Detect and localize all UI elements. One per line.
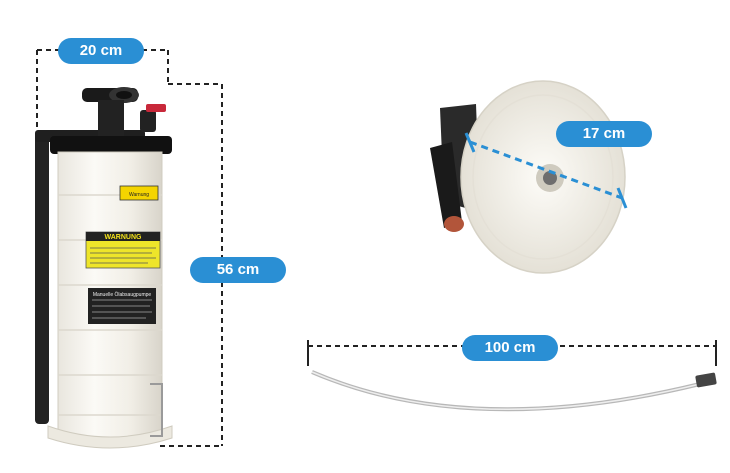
warning-title: WARNUNG (105, 234, 142, 241)
hose-badge: 100 cm (462, 335, 558, 361)
height-badge: 56 cm (190, 257, 286, 283)
width-dimension (36, 49, 169, 138)
product-plate-text: Manuelle Ölabsaugpumpe (93, 291, 152, 298)
width-badge: 20 cm (58, 38, 144, 64)
diameter-dimension (464, 132, 628, 209)
hose-dimension (307, 340, 717, 366)
hose (311, 370, 717, 412)
diameter-badge: 17 cm (556, 121, 652, 147)
pump-body (35, 87, 173, 449)
small-warning-label: Warnung (129, 192, 149, 198)
lid-top-view (430, 80, 626, 274)
